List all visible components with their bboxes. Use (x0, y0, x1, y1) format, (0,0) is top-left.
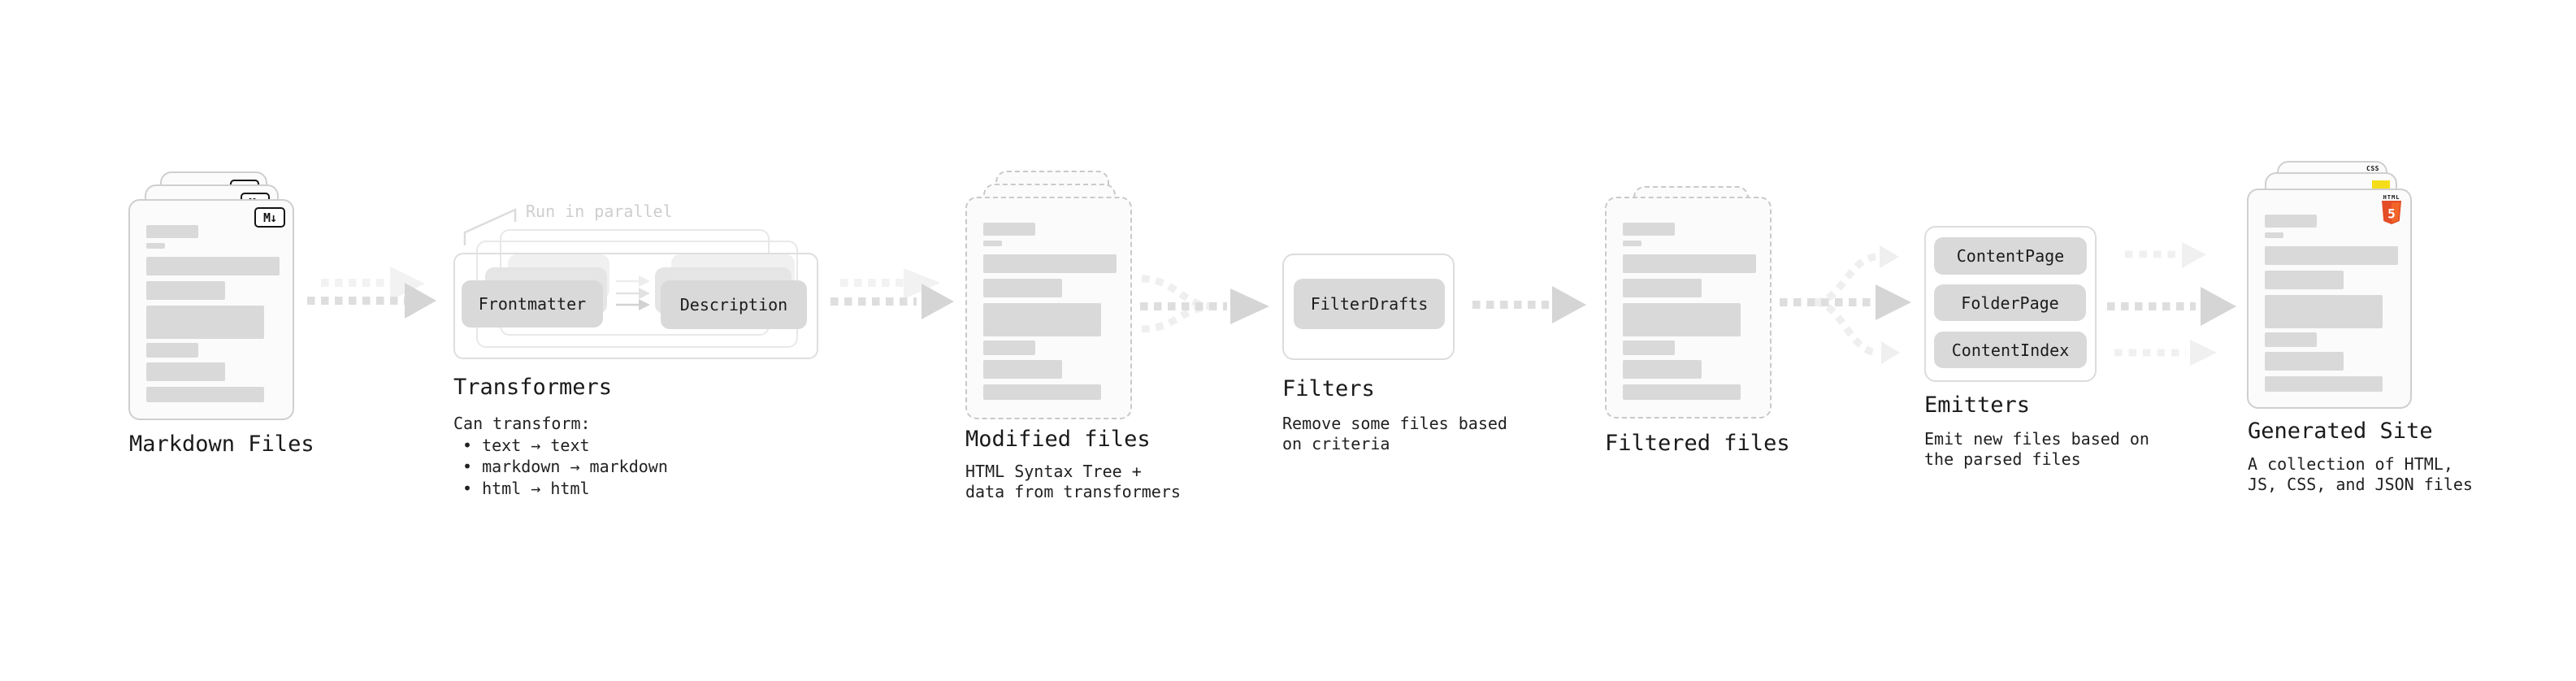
placeholder-text-bar (983, 340, 1035, 355)
emitters-label: Emitters (1924, 393, 2031, 418)
generated-site-notes: A collection of HTML, JS, CSS, and JSON … (2248, 454, 2473, 494)
placeholder-text-bar (1623, 241, 1641, 246)
placeholder-text-bar (146, 362, 225, 381)
placeholder-text-bar (2265, 271, 2344, 289)
run-in-parallel-annotation: Run in parallel (526, 202, 673, 221)
placeholder-text-bar (983, 254, 1117, 273)
modified-file-card-front (965, 197, 1132, 419)
flow-arrow-emitters-to-generated (2103, 238, 2240, 368)
flow-arrow-filters-to-filtered (1468, 276, 1589, 333)
filters-notes: Remove some files based on criteria (1282, 414, 1507, 453)
transformers-label: Transformers (453, 375, 613, 400)
placeholder-text-bar (2265, 332, 2317, 347)
placeholder-text-bar (146, 243, 165, 249)
folderpage-chip: FolderPage (1934, 284, 2086, 321)
placeholder-text-bar (983, 223, 1035, 236)
placeholder-text-bar (1623, 340, 1675, 355)
filterdrafts-chip: FilterDrafts (1294, 279, 1445, 329)
flow-arrow-markdown-to-transformers (306, 265, 440, 322)
parallel-arrows-icon (609, 271, 653, 312)
placeholder-text-bar (983, 241, 1002, 246)
filtered-files-label: Filtered files (1605, 431, 1790, 456)
placeholder-text-bar (146, 257, 280, 275)
placeholder-text-bar (2265, 215, 2317, 228)
filters-label: Filters (1282, 376, 1375, 401)
placeholder-text-bar (146, 225, 198, 238)
filtered-file-card-front (1605, 197, 1772, 419)
placeholder-text-bar (1623, 254, 1756, 273)
placeholder-text-bar (983, 384, 1101, 400)
placeholder-text-bar (2265, 232, 2283, 238)
placeholder-text-bar (2265, 352, 2344, 371)
placeholder-text-bar (146, 281, 225, 300)
transformers-outline-front (453, 253, 818, 359)
transformers-notes: Can transform: • text → text • markdown … (453, 414, 668, 498)
modified-files-notes: HTML Syntax Tree + data from transformer… (965, 462, 1181, 501)
markdown-file-card-front: M↓ (128, 199, 294, 420)
placeholder-text-bar (1623, 384, 1741, 400)
flow-arrow-modified-to-filters (1136, 272, 1273, 344)
generated-site-label: Generated Site (2248, 419, 2433, 444)
contentindex-chip: ContentIndex (1934, 332, 2087, 368)
placeholder-text-bar (146, 306, 264, 339)
placeholder-text-bar (2265, 295, 2383, 328)
placeholder-text-bar (1623, 223, 1675, 236)
placeholder-text-bar (1623, 279, 1702, 297)
placeholder-text-bar (1623, 360, 1702, 379)
placeholder-text-bar (146, 343, 198, 358)
placeholder-text-bar (146, 387, 264, 402)
contentpage-chip: ContentPage (1934, 237, 2087, 275)
html5-icon: HTML 5 (2381, 194, 2402, 224)
markdown-files-label: Markdown Files (129, 432, 314, 457)
placeholder-text-bar (1623, 303, 1741, 336)
flow-arrow-transformers-to-modified (826, 268, 957, 322)
generated-file-card-front: HTML 5 (2247, 189, 2412, 409)
placeholder-text-bar (983, 360, 1062, 379)
frontmatter-chip: Frontmatter (462, 280, 603, 327)
placeholder-text-bar (2265, 246, 2398, 265)
description-chip: Description (661, 280, 807, 329)
placeholder-text-bar (983, 303, 1101, 336)
placeholder-text-bar (983, 279, 1062, 297)
javascript-icon (2372, 180, 2390, 189)
markdown-icon: M↓ (254, 207, 285, 228)
modified-files-label: Modified files (965, 427, 1151, 452)
flow-arrow-filtered-to-emitters (1776, 241, 1915, 367)
svg-text:5: 5 (2387, 206, 2396, 222)
emitters-notes: Emit new files based on the parsed files (1924, 429, 2149, 469)
annotation-connector-line (460, 205, 528, 250)
placeholder-text-bar (2265, 376, 2383, 392)
